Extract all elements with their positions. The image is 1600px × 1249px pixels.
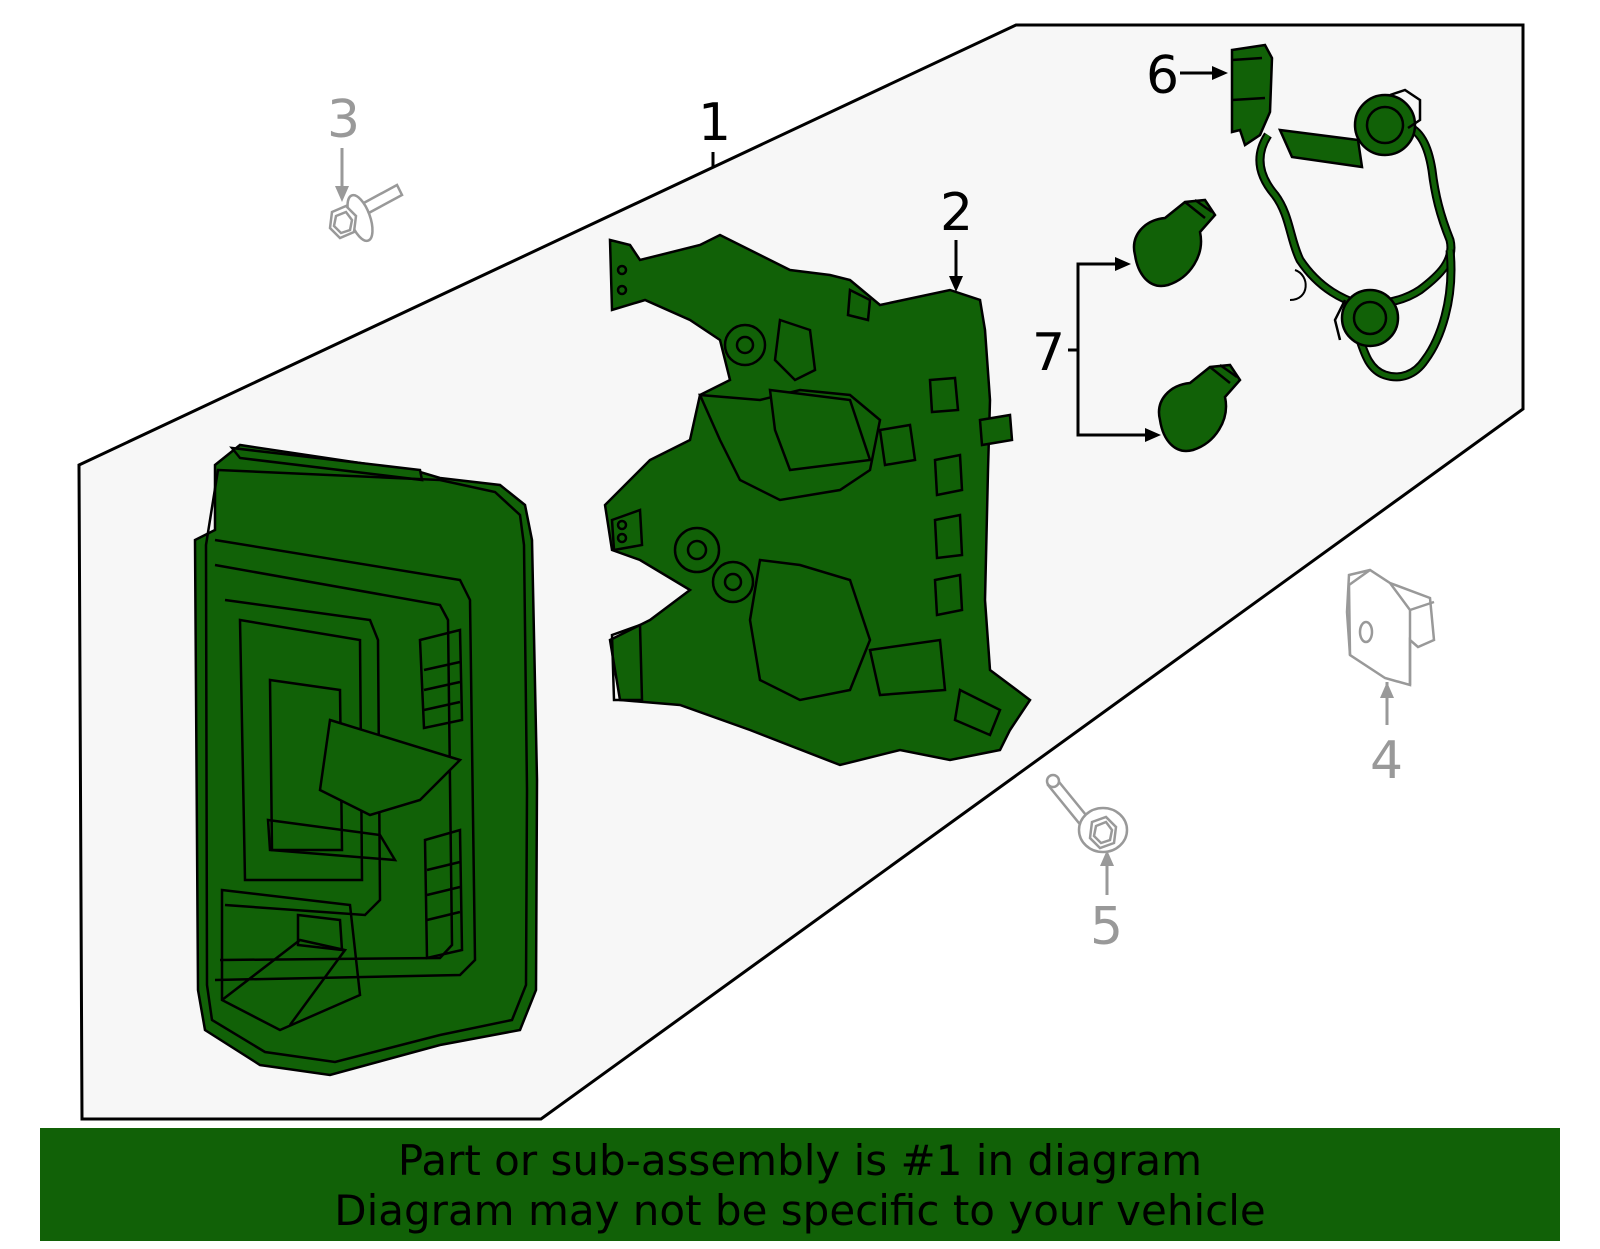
callout-4: 4 <box>1370 731 1403 791</box>
bolt-part-5[interactable] <box>1045 773 1129 854</box>
wiring-harness[interactable] <box>1230 43 1456 382</box>
bulb-lower[interactable] <box>1157 363 1242 453</box>
bolt-part-3[interactable] <box>328 183 404 244</box>
callout-5: 5 <box>1090 897 1123 957</box>
bulb-upper[interactable] <box>1132 198 1217 288</box>
callout-2: 2 <box>940 183 973 243</box>
tail-lamp-assembly[interactable] <box>193 443 539 1077</box>
leader-arrowheads <box>949 66 1228 442</box>
callout-1: 1 <box>698 93 731 153</box>
callout-7: 7 <box>1032 323 1065 383</box>
lamp-housing[interactable] <box>603 233 1032 767</box>
callout-3: 3 <box>327 90 360 150</box>
info-banner: Part or sub-assembly is #1 in diagram Di… <box>40 1128 1560 1241</box>
banner-line-1: Part or sub-assembly is #1 in diagram <box>397 1136 1203 1185</box>
leader-arrowheads-grey <box>335 186 1394 866</box>
callout-6: 6 <box>1146 46 1179 106</box>
leader-lines <box>711 71 1212 437</box>
banner-line-2: Diagram may not be specific to your vehi… <box>334 1186 1266 1235</box>
bracket-part-4[interactable] <box>1345 568 1436 687</box>
